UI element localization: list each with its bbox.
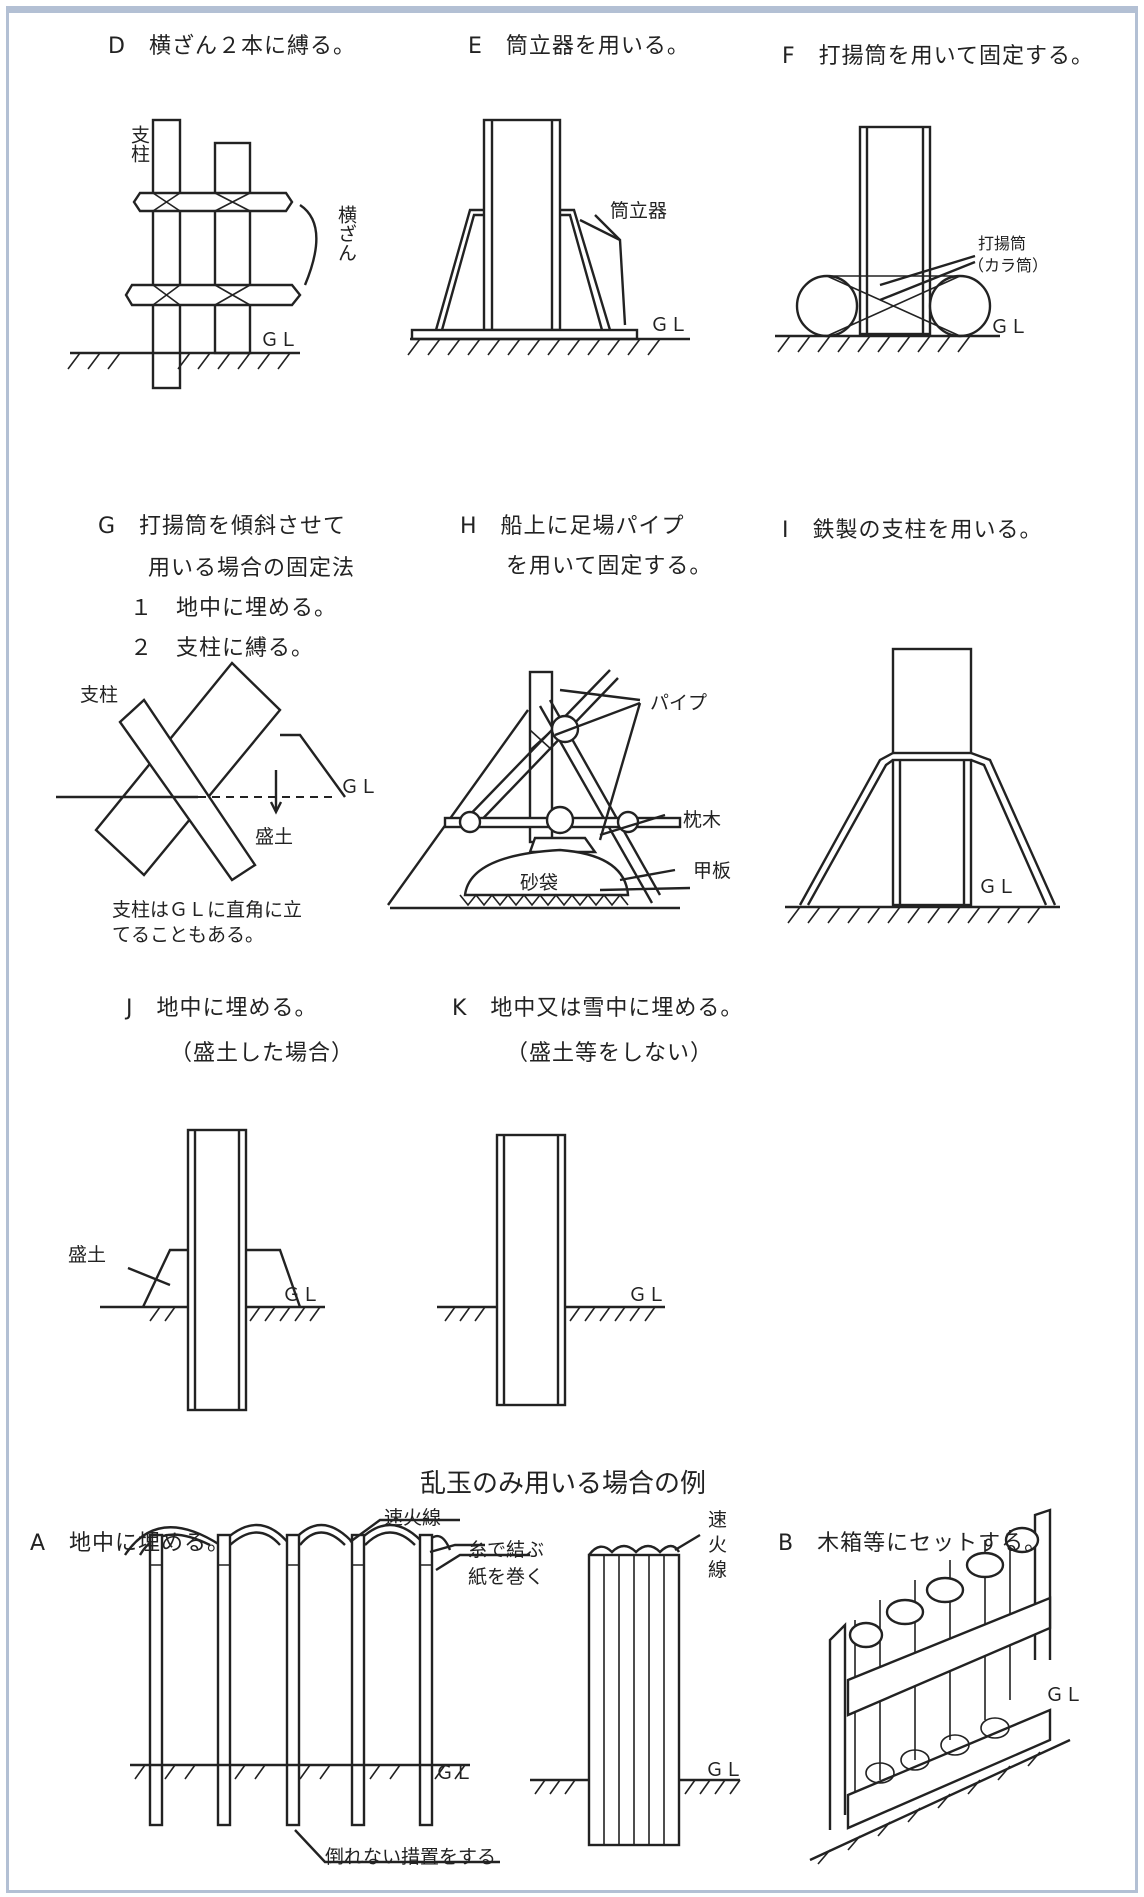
label-uchiagezutsu: 打揚筒: [978, 234, 1027, 253]
label-gl-i: ＧＬ: [978, 876, 1017, 898]
label-ito: 糸で結ぶ: [468, 1539, 545, 1561]
label-gl-k: ＧＬ: [628, 1284, 667, 1306]
diagram-i: [785, 647, 1060, 924]
label-gl-f: ＧＬ: [990, 316, 1029, 338]
title-h-2: を用いて固定する。: [506, 554, 713, 579]
label-kanpan: 甲板: [693, 860, 732, 882]
g-note-1: 支柱はＧＬに直角に立: [112, 899, 303, 921]
label-shichu-d: 支柱: [128, 125, 150, 163]
title-d: D 横ざん２本に縛る。: [108, 34, 356, 59]
g-item-2: ２ 支柱に縛る。: [130, 636, 315, 661]
diagram-j: [100, 1128, 325, 1412]
label-tsutsutateki: 筒立器: [610, 200, 668, 222]
label-gl-a2: ＧＬ: [705, 1759, 744, 1781]
title-g: G 打揚筒を傾斜させて: [98, 514, 347, 539]
title-a: A 地中に埋める。: [30, 1531, 231, 1556]
diagram-h: [387, 669, 691, 910]
diagram-a: [123, 1518, 741, 1864]
title-f: F 打揚筒を用いて固定する。: [782, 44, 1094, 69]
label-sokkasen-v3: 線: [708, 1559, 728, 1581]
diagram-e: [407, 118, 690, 356]
subtitle-k: （盛土等をしない）: [506, 1041, 714, 1066]
label-gl-d: ＧＬ: [260, 329, 299, 351]
label-makuragi: 枕木: [683, 809, 722, 831]
label-sokkasen-v1: 速: [708, 1509, 728, 1531]
diagram-b: [809, 1508, 1071, 1865]
title-h: H 船上に足場パイプ: [460, 514, 685, 539]
label-pipe: パイプ: [650, 692, 708, 714]
title-j: J 地中に埋める。: [126, 996, 318, 1021]
label-yokozan: 横ざん: [335, 205, 357, 262]
diagram-f: [775, 125, 1000, 353]
label-gl-j: ＧＬ: [282, 1284, 321, 1306]
label-gl-g: ＧＬ: [340, 776, 379, 798]
label-taorenai: 倒れない措置をする: [325, 1846, 497, 1868]
label-morido-g: 盛土: [255, 826, 294, 848]
label-gl-e: ＧＬ: [650, 314, 689, 336]
label-morido-j: 盛土: [68, 1244, 107, 1266]
label-sokkasen-v2: 火: [708, 1534, 728, 1556]
title-g-2: 用いる場合の固定法: [148, 556, 356, 581]
title-b: B 木箱等にセットする。: [778, 1531, 1048, 1556]
label-shichu-g: 支柱: [80, 684, 119, 706]
g-note-2: てることもある。: [112, 924, 265, 946]
label-sokkasen-a: 速火線: [384, 1507, 442, 1529]
title-k: K 地中又は雪中に埋める。: [452, 996, 744, 1021]
section-title: 乱玉のみ用いる場合の例: [420, 1469, 707, 1499]
g-item-1: １ 地中に埋める。: [130, 596, 338, 621]
label-kami: 紙を巻く: [468, 1566, 545, 1588]
title-i: I 鉄製の支柱を用いる。: [782, 518, 1043, 543]
diagram-k: [437, 1133, 665, 1407]
subtitle-j: （盛土した場合）: [170, 1041, 355, 1066]
label-gl-b: ＧＬ: [1045, 1684, 1084, 1706]
label-gl-a1: ＧＬ: [435, 1762, 474, 1784]
diagram-g: [56, 661, 346, 882]
diagram-d: [67, 118, 318, 390]
label-karazutsu: （カラ筒）: [968, 256, 1049, 275]
label-sunabukuro: 砂袋: [520, 872, 559, 894]
title-e: E 筒立器を用いる。: [468, 34, 690, 59]
